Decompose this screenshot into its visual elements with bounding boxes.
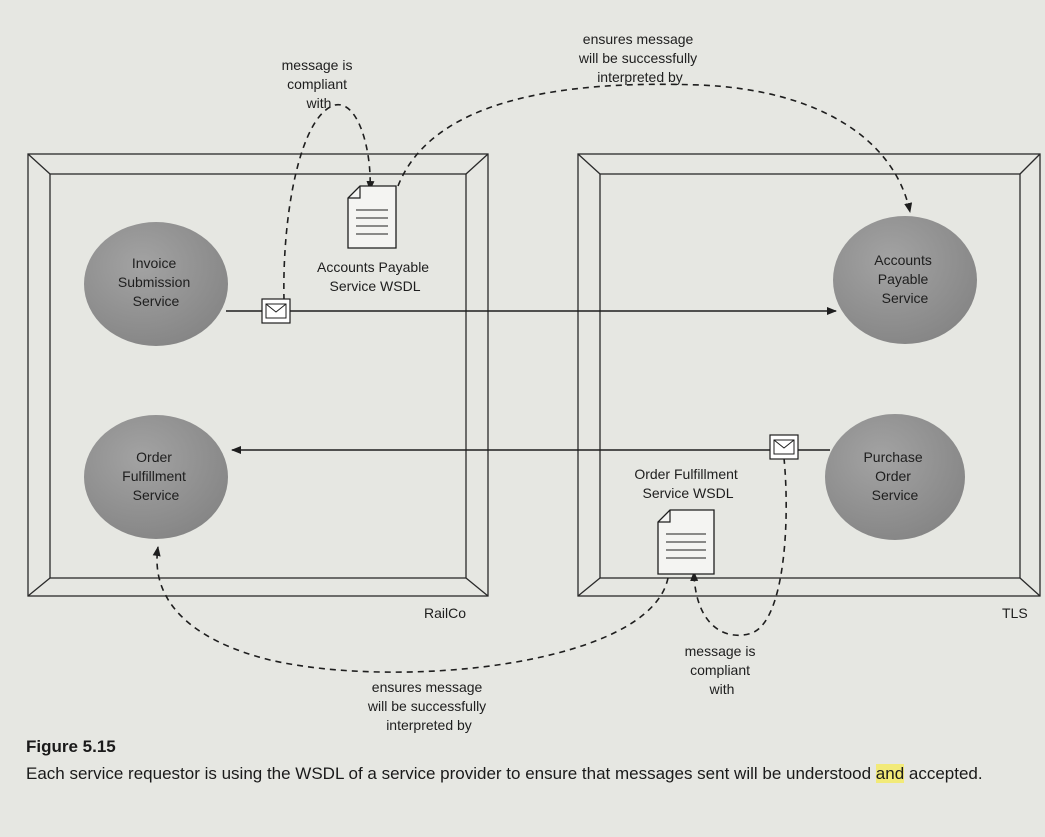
of-wsdl-label: Order Fulfillment Service WSDL	[634, 466, 741, 501]
caption-highlight: and	[875, 764, 905, 783]
envelope-icon	[769, 434, 799, 460]
interpreted-bottom-label: ensures message will be successfully int…	[367, 679, 490, 733]
railco-container	[27, 153, 489, 597]
svg-text:Purchase Order Ser: Purchase Order Service	[863, 449, 926, 503]
order-fulfillment-service: Order Fulfillment Service	[84, 415, 228, 539]
document-icon	[657, 509, 715, 575]
invoice-submission-service: Invoice Submission Service	[84, 222, 228, 346]
tls-container	[577, 153, 1041, 597]
compliant-bottom-label: message is compliant with	[685, 643, 760, 697]
interpreted-top-label: ensures message will be successfully int…	[578, 31, 701, 85]
purchase-order-service: Purchase Order Service	[825, 414, 965, 540]
caption-text-end: accepted.	[904, 764, 983, 783]
interpreted-top-curve	[397, 83, 913, 213]
tls-label: TLS	[1002, 605, 1028, 621]
accounts-payable-service: Accounts Payable Service	[833, 216, 977, 344]
svg-text:Invoice Submission: Invoice Submission Service	[118, 255, 194, 309]
envelope-icon	[261, 298, 291, 324]
figure-caption: Each service requestor is using the WSDL…	[26, 763, 1026, 785]
caption-text-start: Each service requestor is using the WSDL…	[26, 764, 876, 783]
compliant-top-curve	[283, 104, 375, 301]
compliant-top-label: message is compliant with	[282, 57, 357, 111]
compliant-bottom-curve	[690, 457, 787, 637]
railco-label: RailCo	[424, 605, 466, 621]
document-icon	[347, 185, 397, 249]
interpreted-bottom-curve	[152, 546, 669, 673]
figure-title: Figure 5.15	[26, 737, 116, 756]
svg-text:Accounts Payable S: Accounts Payable Service	[874, 252, 935, 306]
ap-wsdl-label: Accounts Payable Service WSDL	[317, 259, 433, 294]
svg-text:Order Fulfillment: Order Fulfillment Service	[122, 449, 190, 503]
